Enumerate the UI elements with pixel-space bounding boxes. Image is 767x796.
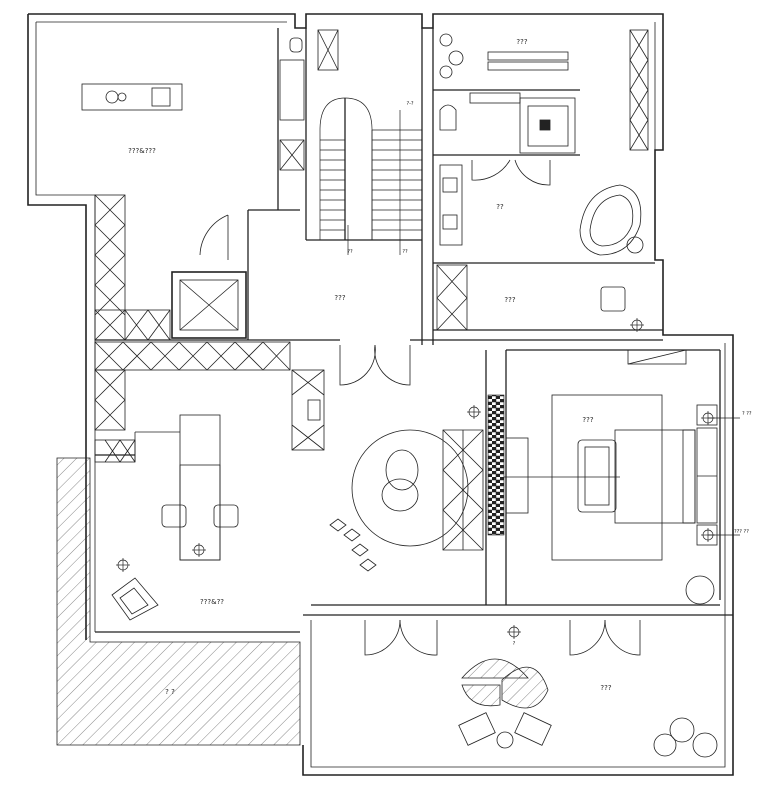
bedroom-furniture xyxy=(551,286,718,561)
bathroom-fixtures xyxy=(289,37,642,256)
room-label-top-right-bath: ??? xyxy=(516,38,527,46)
lounge-chair xyxy=(111,577,159,621)
plants xyxy=(329,33,718,758)
light-fixtures xyxy=(116,318,740,639)
living-furniture xyxy=(351,429,620,551)
doors xyxy=(199,159,641,656)
fixture-label-mid: ??? ?? xyxy=(734,529,749,535)
cabinetry xyxy=(94,29,718,546)
stair-left-label: ?? xyxy=(347,249,353,255)
room-labels: ???&??? ??? ?? ??? ??? ??? ???&?? ??? ? … xyxy=(128,38,612,696)
room-label-garden: ? ? xyxy=(165,688,175,696)
room-label-closet: ??? xyxy=(504,296,515,304)
stair-right-label: ?? xyxy=(402,249,408,255)
fireplace-wall xyxy=(487,394,505,536)
room-label-bedroom-rug: ??? xyxy=(582,416,593,424)
elevator xyxy=(171,271,247,339)
room-label-stair-hall: ??? xyxy=(334,294,345,302)
room-label-master-bath: ?? xyxy=(496,203,504,211)
annotations: ?-? ?? ?? ? ?? ??? ?? ? xyxy=(347,101,752,647)
stair-up-label: ?-? xyxy=(406,101,413,107)
garden-hatch xyxy=(56,457,301,746)
terrace-furniture xyxy=(458,658,552,749)
kitchen-furniture xyxy=(81,83,239,561)
room-label-terrace: ??? xyxy=(600,684,611,692)
staircase xyxy=(319,97,422,255)
compass-label: ? xyxy=(513,641,516,647)
room-label-living-dining: ???&?? xyxy=(200,598,224,606)
room-label-top-left: ???&??? xyxy=(128,147,156,155)
fixture-label-top: ? ?? xyxy=(742,411,752,417)
